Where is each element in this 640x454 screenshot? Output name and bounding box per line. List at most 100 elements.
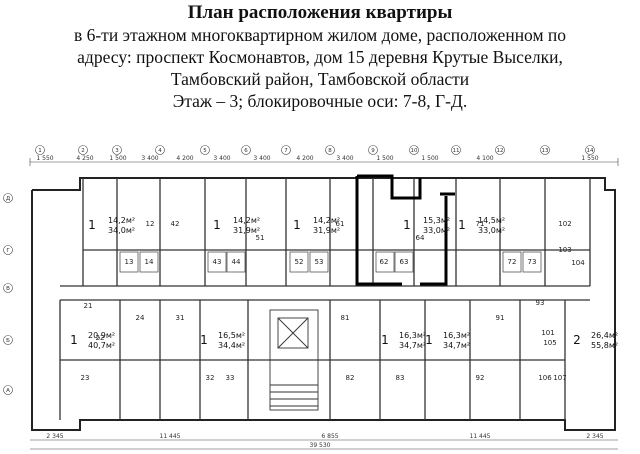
axis-labels-left: Д Г В Б А <box>6 196 11 394</box>
bottom-dimension-value: 11 445 <box>470 433 491 440</box>
axis-label-top: 5 <box>203 148 207 154</box>
top-dimension-line <box>29 158 619 166</box>
axis-label-top: 14 <box>587 148 594 154</box>
room-number: 102 <box>558 220 571 228</box>
top-dimension-value: 4 100 <box>476 155 493 162</box>
document-heading: План расположения квартиры в 6-ти этажно… <box>0 0 640 112</box>
unit-total-area: 40,7м² <box>88 341 115 350</box>
top-dimension-value: 3 400 <box>141 155 158 162</box>
axis-label-top: 3 <box>115 148 119 154</box>
unit-number: 1 <box>70 333 78 347</box>
room-number: 101 <box>541 329 554 337</box>
room-number: 42 <box>171 220 180 228</box>
top-dimension-value: 4 250 <box>76 155 93 162</box>
room-number: 63 <box>400 258 409 266</box>
axis-label-top: 13 <box>542 148 549 154</box>
room-number: 92 <box>476 374 485 382</box>
top-dimension-value: 1 500 <box>421 155 438 162</box>
unit-living-area: 14,2м² <box>233 216 260 225</box>
room-number: 12 <box>146 220 155 228</box>
bottom-total-dimension: 39 530 <box>310 442 331 449</box>
room-number: 64 <box>416 234 425 242</box>
room-number: 23 <box>81 374 90 382</box>
axis-markers-top <box>35 145 595 155</box>
top-dimension-value: 3 400 <box>253 155 270 162</box>
unit-total-area: 34,4м² <box>218 341 245 350</box>
unit-living-area: 16,3м² <box>399 331 426 340</box>
unit-number: 1 <box>88 218 96 232</box>
room-number: 81 <box>341 314 350 322</box>
axis-label-top: 1 <box>38 148 42 154</box>
axis-label-top: 7 <box>284 148 288 154</box>
unit-total-area: 34,0м² <box>108 226 135 235</box>
top-bath-blocks <box>119 251 542 273</box>
unit-total-area: 31,9м² <box>313 226 340 235</box>
bottom-dimension-value: 11 445 <box>160 433 181 440</box>
room-number: 72 <box>508 258 517 266</box>
room-number: 32 <box>206 374 215 382</box>
top-dimension-value: 4 200 <box>296 155 313 162</box>
unit-total-area: 33,0м² <box>423 226 450 235</box>
axis-label-left: В <box>6 286 10 292</box>
unit-number: 1 <box>425 333 433 347</box>
top-dimension-value: 1 500 <box>109 155 126 162</box>
axis-label-left: Д <box>6 196 11 202</box>
room-number: 53 <box>315 258 324 266</box>
unit-total-area: 55,8м² <box>591 341 618 350</box>
room-number: 104 <box>571 259 585 267</box>
bottom-dimension-value: 2 345 <box>46 433 63 440</box>
room-number: 105 <box>543 339 556 347</box>
unit-living-area: 16,3м² <box>443 331 470 340</box>
unit-total-area: 31,9м² <box>233 226 260 235</box>
axis-label-top: 2 <box>81 148 85 154</box>
stair-core <box>269 309 319 411</box>
unit-total-area: 34,7м² <box>399 341 426 350</box>
room-number: 51 <box>256 234 265 242</box>
axis-label-top: 11 <box>453 148 460 154</box>
room-number: 62 <box>380 258 389 266</box>
unit-number: 1 <box>213 218 221 232</box>
axis-label-left: Б <box>6 338 10 344</box>
top-dimension-value: 4 200 <box>176 155 193 162</box>
axis-markers-left <box>3 193 13 395</box>
room-number: 71 <box>476 220 485 228</box>
top-dimension-value: 1 550 <box>36 155 53 162</box>
unit-total-area: 34,7м² <box>443 341 470 350</box>
axis-label-top: 10 <box>411 148 418 154</box>
room-number: 44 <box>232 258 241 266</box>
top-dimension-value: 1 550 <box>581 155 598 162</box>
room-number: 24 <box>136 314 145 322</box>
address-line-1: в 6-ти этажном многоквартирном жилом дом… <box>73 25 567 45</box>
floor-line: Этаж – 3; блокировочные оси: 7-8, Г-Д. <box>172 91 468 111</box>
bottom-dimension-value: 2 345 <box>586 433 603 440</box>
axis-label-top: 6 <box>244 148 248 154</box>
room-number: 43 <box>213 258 222 266</box>
room-number: 52 <box>295 258 304 266</box>
unit-number: 1 <box>403 218 411 232</box>
axis-label-top: 9 <box>371 148 375 154</box>
room-number: 14 <box>145 258 154 266</box>
top-dimension-value: 3 400 <box>336 155 353 162</box>
axis-label-left: Г <box>6 248 10 254</box>
room-number: 21 <box>84 302 93 310</box>
unit-number: 1 <box>200 333 208 347</box>
top-dimension-value: 1 500 <box>376 155 393 162</box>
room-number: 33 <box>226 374 235 382</box>
corridor <box>60 285 590 301</box>
room-number: 106 <box>538 374 552 382</box>
room-number: 73 <box>528 258 537 266</box>
building-outline <box>31 177 616 431</box>
room-number: 91 <box>496 314 505 322</box>
room-number: 31 <box>176 314 185 322</box>
unit-total-area: 33,0м² <box>478 226 505 235</box>
room-number: 107 <box>553 374 566 382</box>
axis-label-left: А <box>6 388 10 394</box>
bottom-wing-partitions <box>59 300 566 420</box>
unit-number: 1 <box>381 333 389 347</box>
bottom-dimension-line <box>30 439 618 450</box>
